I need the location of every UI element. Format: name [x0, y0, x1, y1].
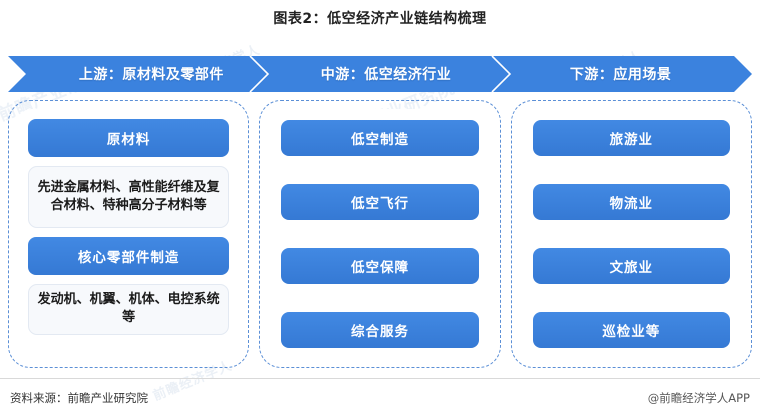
- stage-label-midstream: 中游：低空经济行业: [320, 67, 452, 83]
- chevron-shape-icon: [8, 56, 752, 92]
- node-low-altitude-support[interactable]: 低空保障: [281, 248, 479, 284]
- node-logistics[interactable]: 物流业: [532, 184, 730, 220]
- stage-label-downstream: 下游：应用场景: [569, 67, 672, 83]
- column-upstream: 原材料 先进金属材料、高性能纤维及复合材料、特种高分子材料等 核心零部件制造 发…: [8, 100, 250, 368]
- app-attribution: @前瞻经济学人APP: [647, 391, 750, 405]
- source-label: 资料来源：前瞻产业研究院: [10, 391, 148, 405]
- node-tourism[interactable]: 旅游业: [532, 120, 730, 156]
- node-core-components[interactable]: 核心零部件制造: [28, 237, 230, 275]
- page-title: 图表2：低空经济产业链结构梳理: [273, 11, 487, 27]
- node-low-altitude-manufacturing[interactable]: 低空制造: [281, 120, 479, 156]
- column-downstream: 旅游业 物流业 文旅业 巡检业等: [510, 100, 752, 368]
- node-raw-materials[interactable]: 原材料: [28, 119, 230, 157]
- column-midstream: 低空制造 低空飞行 低空保障 综合服务: [259, 100, 501, 368]
- column-upstream-inner: 原材料 先进金属材料、高性能纤维及复合材料、特种高分子材料等 核心零部件制造 发…: [16, 109, 242, 359]
- node-inspection[interactable]: 巡检业等: [532, 312, 730, 348]
- node-integrated-services[interactable]: 综合服务: [281, 312, 479, 348]
- detail-core-components: 发动机、机翼、机体、电控系统等: [28, 284, 230, 335]
- detail-raw-materials: 先进金属材料、高性能纤维及复合材料、特种高分子材料等: [28, 166, 230, 228]
- value-chain-columns: 原材料 先进金属材料、高性能纤维及复合材料、特种高分子材料等 核心零部件制造 发…: [8, 100, 752, 368]
- column-midstream-inner: 低空制造 低空飞行 低空保障 综合服务: [267, 109, 493, 359]
- stage-chevron-bar: 上游：原材料及零部件 中游：低空经济行业 下游：应用场景: [8, 56, 752, 92]
- column-downstream-inner: 旅游业 物流业 文旅业 巡检业等: [518, 109, 744, 359]
- node-low-altitude-flight[interactable]: 低空飞行: [281, 184, 479, 220]
- node-culture-tourism[interactable]: 文旅业: [532, 248, 730, 284]
- stage-label-upstream: 上游：原材料及零部件: [78, 67, 224, 83]
- footer-bar: 资料来源：前瞻产业研究院 @前瞻经济学人APP: [0, 378, 760, 419]
- chart-title: 图表2：低空经济产业链结构梳理: [0, 8, 760, 28]
